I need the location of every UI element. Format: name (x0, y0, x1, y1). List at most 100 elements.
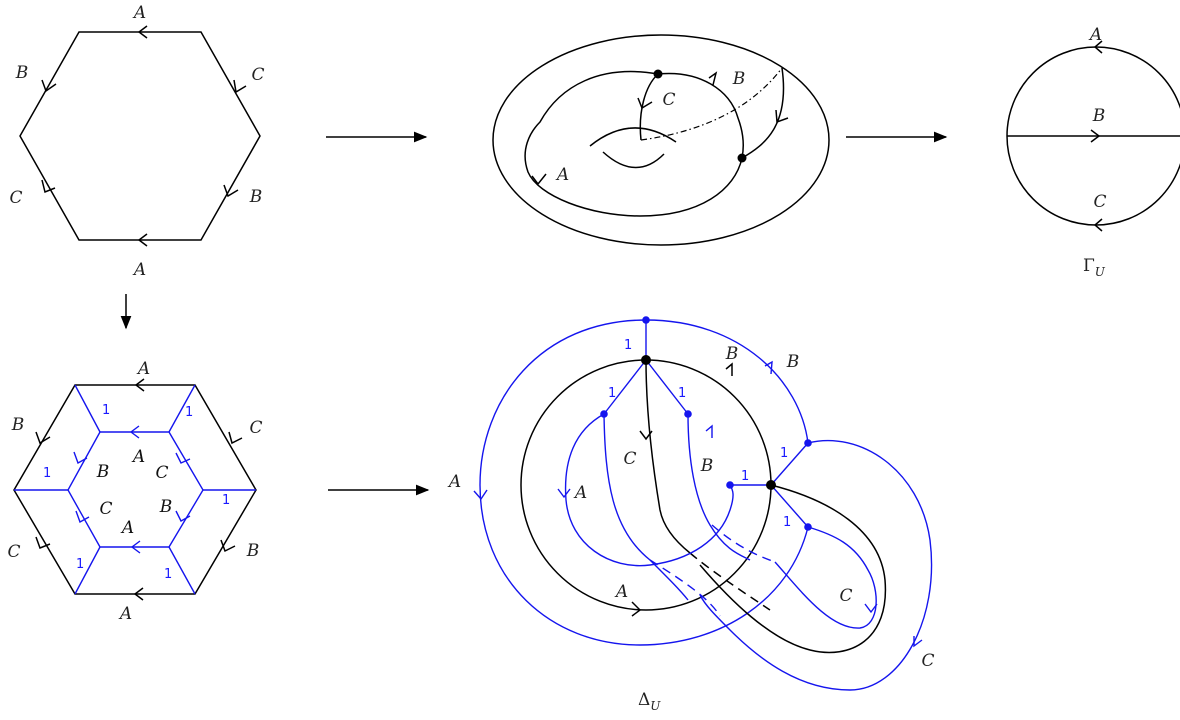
label-blue-a-inner: A (573, 483, 587, 503)
blue-outer-loop-right (645, 319, 809, 444)
blue-far-right-loop (699, 439, 933, 691)
edge-arrow-icon (220, 539, 236, 553)
ribbon-graph-panel: B C A C B A B A C 1 1 1 1 1 1 ΔU (447, 316, 935, 713)
edge-arrow-icon (73, 451, 88, 465)
edge-arrow-icon (764, 360, 773, 375)
spoke (74, 546, 101, 595)
hexagon-outline (19, 31, 261, 241)
label-black-b: B (725, 344, 739, 364)
blue-vertex-dot (684, 410, 692, 418)
edge-arrow-icon (129, 425, 140, 439)
blue-outer-loop (479, 319, 809, 646)
label-a: A (555, 165, 569, 185)
graph-panel: A B C ΓU (1006, 25, 1180, 279)
edge-arrow-icon (639, 430, 653, 441)
label-upper-right: C (251, 65, 264, 85)
curve-a (524, 70, 743, 217)
edge-arrow-icon (41, 179, 56, 194)
outer-label-upper-right: C (249, 418, 262, 438)
edge-arrow-icon (75, 510, 90, 524)
weight-label: 1 (780, 446, 788, 461)
label-b: B (1092, 106, 1106, 126)
blue-vertex-dot (804, 523, 812, 531)
black-vertex-dot (766, 480, 776, 490)
label-bottom: A (132, 260, 146, 280)
weight-label: 1 (43, 466, 51, 481)
weight-label: 1 (222, 493, 230, 508)
blue-edge (603, 359, 647, 415)
blue-hidden-segment (711, 524, 776, 563)
inner-label-upper-left: B (96, 462, 110, 482)
weight-label: 1 (185, 405, 193, 420)
edge-arrow-icon (130, 540, 141, 554)
edge-arrow-icon (35, 536, 51, 549)
torus-hole-bottom (602, 151, 665, 169)
weight-label: 1 (164, 567, 172, 582)
label-lower-right: B (249, 187, 263, 207)
outer-label-lower-right: B (246, 541, 260, 561)
inner-label-bottom: A (120, 518, 134, 538)
weight-label: 1 (624, 338, 632, 353)
edge-arrow-icon (637, 97, 653, 110)
weight-label: 1 (102, 403, 110, 418)
edge-arrow-icon (705, 424, 713, 438)
edge-arrow-icon (133, 587, 144, 601)
inner-label-upper-right: C (155, 463, 168, 483)
black-center-stem (645, 359, 691, 554)
outer-label-top: A (136, 359, 150, 379)
edge-arrow-icon (175, 510, 191, 522)
blue-inner-loop (564, 413, 734, 567)
hexagon-panel: A A B C C B (9, 3, 264, 280)
black-vertex-dot (641, 355, 651, 365)
blue-edge (645, 359, 689, 415)
edge-arrow-icon (708, 71, 718, 86)
edge-arrow-icon (631, 601, 642, 617)
blue-vertex-dot (642, 316, 650, 324)
blue-right-strand (687, 413, 751, 561)
spoke (168, 546, 196, 595)
edge-arrow-icon (175, 452, 191, 464)
edge-arrow-icon (864, 603, 878, 614)
edge-arrow-icon (913, 636, 923, 648)
edge-arrow-icon (223, 184, 239, 198)
subdivided-hexagon-panel: A A B C C B A A B C C B 1 1 1 1 1 1 (7, 359, 262, 624)
edge-arrow-icon (1093, 218, 1103, 232)
edge-arrow-icon (137, 233, 148, 247)
edge-arrow-icon (1090, 129, 1101, 143)
label-blue-c-outer: C (921, 651, 934, 671)
edge-arrow-icon (137, 25, 148, 39)
torus-outline (492, 34, 830, 246)
edge-arrow-icon (228, 431, 243, 445)
curve-c (639, 73, 659, 141)
edge-arrow-icon (41, 79, 57, 93)
curve-b-back (741, 67, 785, 159)
blue-edge (770, 442, 809, 486)
inner-label-lower-left: C (99, 499, 112, 519)
curve-hidden (640, 67, 783, 141)
label-c: C (662, 90, 675, 110)
graph-caption: ΓU (1083, 256, 1106, 279)
ribbon-caption: ΔU (638, 690, 661, 713)
blue-vertex-dot (600, 410, 608, 418)
label-blue-b-outer: B (786, 352, 800, 372)
outer-label-lower-left: C (7, 542, 20, 562)
blue-vertex-dot (804, 439, 812, 447)
inner-label-lower-right: B (159, 497, 173, 517)
label-b: B (732, 69, 746, 89)
label-c: C (1093, 192, 1106, 212)
blue-vertex-dot (726, 481, 734, 489)
edge-arrow-icon (557, 488, 571, 499)
inner-label-top: A (131, 447, 145, 467)
edge-arrow-icon (473, 489, 488, 501)
label-lower-left: C (9, 188, 22, 208)
blue-edge (770, 484, 809, 528)
blue-right-inner-loop (774, 526, 877, 629)
label-top: A (132, 3, 146, 23)
label-a: A (1088, 25, 1102, 45)
torus-hole-top (589, 127, 677, 147)
label-blue-a-outer: A (447, 472, 461, 492)
weight-label: 1 (608, 386, 616, 401)
outer-label-bottom: A (118, 604, 132, 624)
